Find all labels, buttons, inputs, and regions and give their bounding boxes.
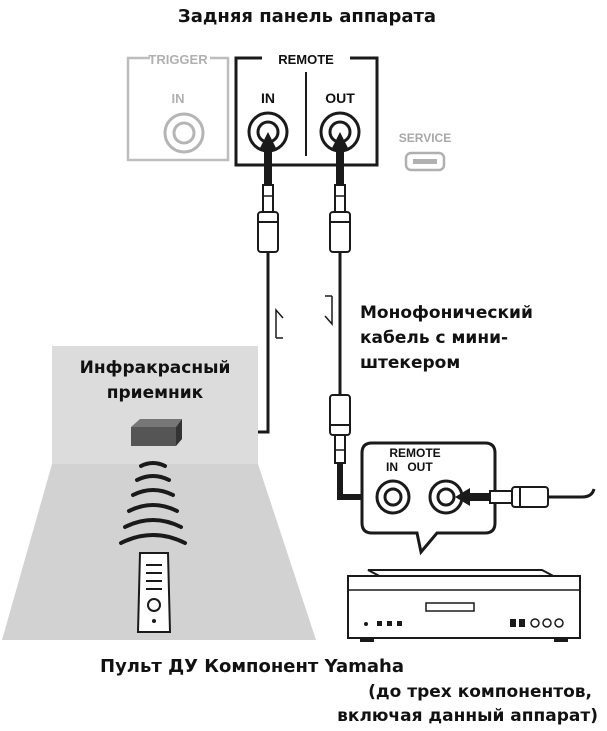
service-label: SERVICE [399, 131, 451, 145]
component-in-label: IN [386, 460, 398, 474]
remote-jack-group: REMOTE IN OUT [234, 52, 379, 167]
cable-to-next-component [455, 486, 596, 508]
component-remote-callout: REMOTE IN OUT [360, 441, 497, 556]
yamaha-component-icon [347, 569, 581, 642]
remote-out-label: OUT [325, 90, 355, 106]
signal-up-arrow-icon [275, 308, 284, 339]
cable-label-line1: Монофонический [360, 303, 533, 323]
footer-caption-line3: включая данный аппарат) [337, 706, 598, 726]
component-in-jack-icon [375, 479, 411, 515]
component-remote-label: REMOTE [389, 446, 440, 460]
trigger-group-label: TRIGGER [148, 52, 208, 67]
cable-label-line3: штекером [360, 353, 460, 373]
trigger-in-jack-icon [163, 112, 205, 154]
remote-group-label: REMOTE [278, 52, 334, 67]
signal-down-arrow-icon [324, 295, 333, 326]
remote-in-label: IN [261, 90, 275, 106]
trigger-jack-group: TRIGGER IN [126, 52, 230, 162]
service-port: SERVICE [399, 131, 451, 172]
diagram-title: Задняя панель аппарата [178, 6, 436, 27]
footer-caption-line1: Пульт ДУ Компонент Yamaha [100, 656, 404, 677]
footer-caption-line2: (до трех компонентов, [368, 682, 592, 702]
ir-receiver-label-line1: Инфракрасный [80, 358, 231, 378]
ir-receiver-label-line2: приемник [107, 383, 204, 403]
trigger-in-label: IN [172, 91, 185, 106]
ir-receiver-zone: Инфракрасный приемник [2, 346, 316, 640]
ir-receiver-icon [131, 419, 182, 446]
remote-control-icon [136, 552, 172, 633]
cable-label: Монофонический кабель с мини- штекером [360, 303, 533, 373]
cable-label-line2: кабель с мини- [360, 328, 508, 348]
ir-signal-waves-icon [119, 461, 187, 545]
component-out-label: OUT [407, 460, 433, 474]
